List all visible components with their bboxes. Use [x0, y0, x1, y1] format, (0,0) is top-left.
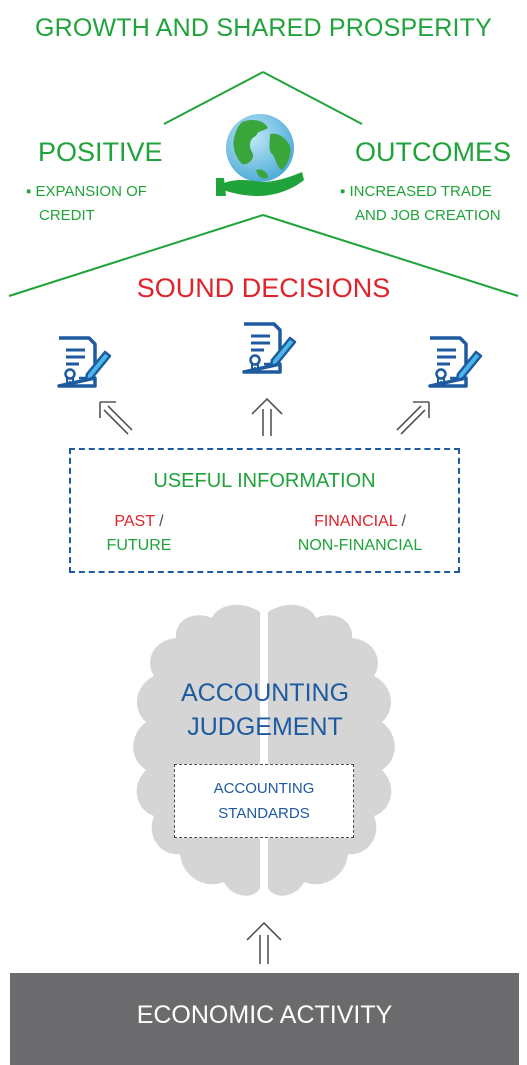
standards-line: STANDARDS [218, 805, 310, 822]
positive-label: POSITIVE [38, 137, 163, 167]
bullet-expansion-of-credit: ▪ EXPANSION OF CREDIT [26, 180, 147, 228]
bullet-increased-trade: ▪ INCREASED TRADE AND JOB CREATION [340, 180, 501, 228]
separator: / [154, 513, 164, 530]
past-label: PAST [114, 513, 155, 530]
base-right-line [262, 214, 519, 297]
outcomes-label: OUTCOMES [355, 137, 512, 167]
judgement-line: JUDGEMENT [187, 713, 343, 741]
document-certificate-icon [242, 322, 297, 374]
roof-left-line [163, 71, 264, 125]
base-left-line [8, 214, 264, 297]
accounting-judgement-label: ACCOUNTING JUDGEMENT [140, 676, 390, 744]
page-title: GROWTH AND SHARED PROSPERITY [34, 14, 493, 42]
judgement-line: ACCOUNTING [180, 679, 350, 707]
sound-decisions-label: SOUND DECISIONS [136, 273, 391, 303]
accounting-standards-label: ACCOUNTING STANDARDS [174, 776, 354, 826]
bullet-line: AND JOB CREATION [355, 207, 501, 224]
financial-pair: FINANCIAL / NON-FINANCIAL [285, 510, 435, 558]
standards-line: ACCOUNTING [213, 780, 315, 797]
bullet-line: CREDIT [39, 207, 95, 224]
brain-icon [133, 604, 395, 896]
arrow-up-icon [251, 397, 283, 436]
roof-right-line [262, 71, 363, 125]
globe-in-hand-icon [216, 114, 304, 196]
document-certificate-icon [57, 336, 112, 388]
future-label: FUTURE [106, 537, 172, 554]
accounting-standards-box [174, 764, 354, 838]
arrow-up-icon [246, 921, 282, 964]
financial-label: FINANCIAL [314, 513, 398, 530]
useful-information-label: USEFUL INFORMATION [153, 470, 376, 492]
arrow-up-left-icon [99, 401, 133, 435]
house-roof-lines [8, 71, 519, 297]
arrow-up-right-icon [396, 401, 430, 435]
economic-activity-label: ECONOMIC ACTIVITY [136, 1001, 393, 1029]
past-future-pair: PAST / FUTURE [94, 510, 184, 558]
separator: / [397, 513, 406, 530]
bullet-line: ▪ INCREASED TRADE [340, 183, 492, 200]
bullet-line: ▪ EXPANSION OF [26, 183, 147, 200]
useful-information-box [69, 448, 460, 573]
non-financial-label: NON-FINANCIAL [297, 537, 423, 554]
document-certificate-icon [428, 336, 483, 388]
economic-activity-bar [10, 973, 519, 1065]
